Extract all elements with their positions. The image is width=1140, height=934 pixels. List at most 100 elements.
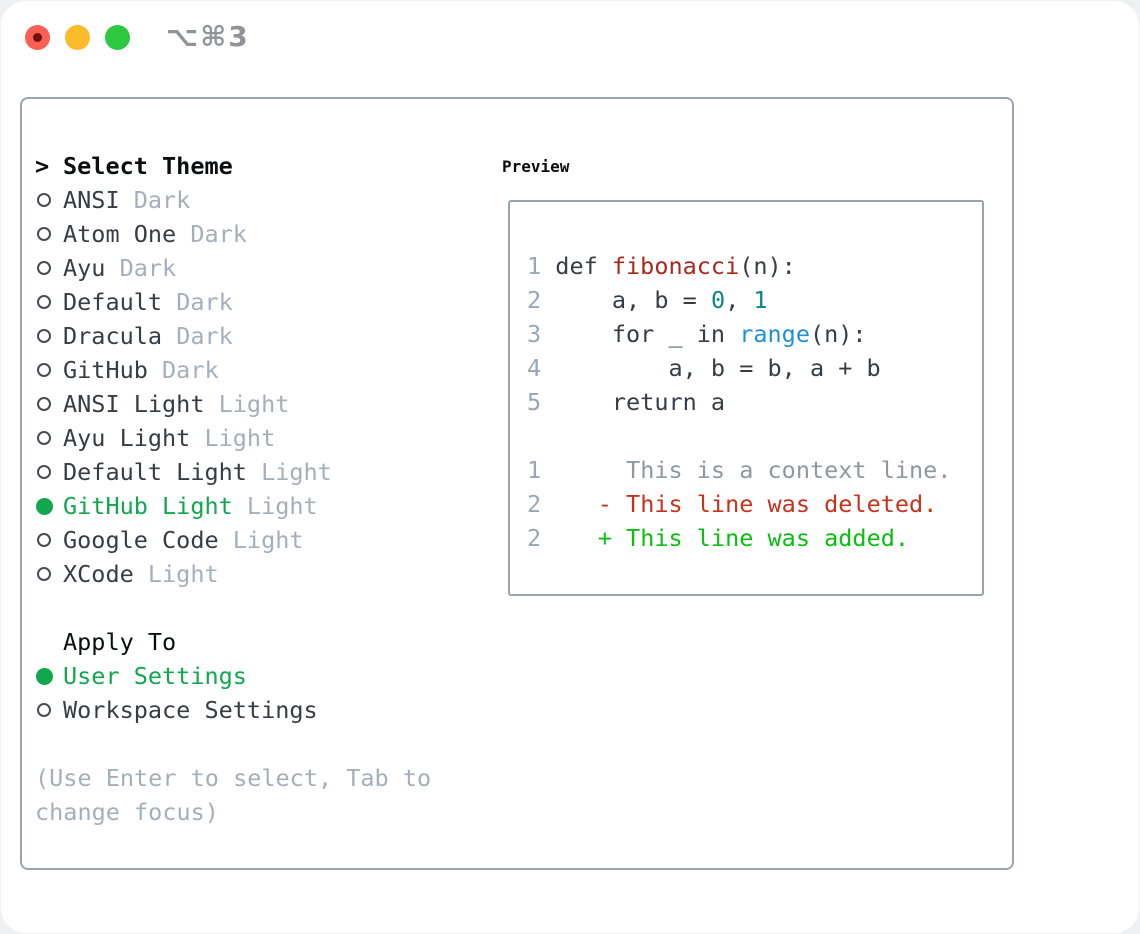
code-token: This is a context line. [541, 456, 952, 484]
theme-name: Dracula [63, 322, 163, 350]
theme-option-github-dark[interactable]: GitHub Dark [35, 353, 431, 387]
theme-variant: Dark [190, 220, 247, 248]
code-token: - This line was deleted. [541, 490, 938, 518]
code-line-5: 5 return a [527, 385, 982, 419]
theme-name: GitHub Light [63, 492, 233, 520]
code-token: 5 [527, 388, 556, 416]
theme-variant: Dark [133, 186, 191, 214]
theme-name: Ayu [63, 254, 106, 282]
theme-option-github-light-light[interactable]: GitHub Light Light [35, 489, 431, 523]
minimize-button[interactable] [64, 24, 90, 50]
code-token: 4 [527, 354, 556, 382]
theme-option-ansi-dark[interactable]: ANSI Dark [35, 183, 431, 217]
theme-option-atom-one-dark[interactable]: Atom One Dark [35, 217, 431, 251]
code-token: + This line was added. [541, 524, 910, 552]
radio-unselected-icon [37, 362, 51, 377]
code-line-3: 3 for _ in range(n): [527, 317, 982, 351]
theme-option-google-code-light[interactable]: Google Code Light [35, 523, 431, 557]
radio-unselected-icon [37, 566, 51, 581]
apply-option-label: Workspace Settings [63, 696, 318, 724]
diff-added-line: 2 + This line was added. [527, 521, 982, 555]
theme-name: XCode [63, 560, 134, 588]
theme-option-ayu-dark[interactable]: Ayu Dark [35, 251, 431, 285]
theme-variant: Light [261, 458, 332, 486]
theme-name: ANSI [63, 186, 120, 214]
code-token: a, b = b, a + b [555, 354, 881, 382]
radio-unselected-icon [37, 702, 51, 717]
radio-selected-icon [36, 497, 53, 515]
code-line-1: 1 def fibonacci(n): [527, 249, 982, 283]
radio-unselected-icon [37, 192, 51, 207]
theme-variant: Dark [176, 322, 233, 350]
theme-name: GitHub [63, 356, 148, 384]
theme-option-dracula-dark[interactable]: Dracula Dark [35, 319, 431, 353]
apply-option-user-settings[interactable]: User Settings [35, 659, 431, 693]
preview-header-row: Preview [502, 149, 569, 183]
code-token: (n): [739, 252, 796, 280]
hint-line-1: (Use Enter to select, Tab to [35, 764, 432, 792]
theme-variant: Dark [162, 356, 219, 384]
code-line-4: 4 a, b = b, a + b [527, 351, 982, 385]
blank-line [527, 419, 982, 453]
radio-unselected-icon [37, 328, 51, 343]
code-token: def [555, 252, 612, 280]
prompt-icon: > [35, 152, 50, 180]
diff-deleted-line: 2 - This line was deleted. [527, 487, 982, 521]
code-token: 0 [710, 286, 726, 314]
code-token: (n): [809, 320, 867, 348]
code-token: return a [555, 388, 726, 416]
zoom-button[interactable] [104, 24, 130, 50]
code-token: 1 [527, 456, 542, 484]
theme-variant: Light [232, 526, 304, 554]
code-line-2: 2 a, b = 0, 1 [527, 283, 982, 317]
code-token: fibonacci [611, 252, 740, 280]
apply-option-workspace-settings[interactable]: Workspace Settings [35, 693, 431, 727]
radio-unselected-icon [37, 430, 51, 445]
code-token: a, b = [555, 286, 711, 314]
radio-unselected-icon [37, 226, 51, 241]
theme-name: Ayu Light [63, 424, 191, 452]
apply-to-header: Apply To [35, 625, 431, 659]
close-button[interactable] [24, 24, 50, 50]
theme-option-xcode-light[interactable]: XCode Light [35, 557, 431, 591]
diff-context-line: 1 This is a context line. [527, 453, 982, 487]
theme-variant: Dark [176, 288, 233, 316]
theme-name: Atom One [63, 220, 177, 248]
code-token: 2 [527, 286, 556, 314]
spacer [35, 727, 431, 761]
theme-variant: Light [218, 390, 290, 418]
select-theme-header: > Select Theme [35, 149, 431, 183]
theme-name: Default [63, 288, 163, 316]
code-token: 2 [527, 490, 542, 518]
radio-selected-icon [36, 667, 53, 685]
select-theme-title: Select Theme [63, 152, 233, 180]
theme-name: Google Code [63, 526, 219, 554]
spacer [35, 591, 431, 625]
apply-to-title: Apply To [63, 628, 177, 656]
hint-line-2: change focus) [35, 798, 219, 826]
radio-unselected-icon [37, 396, 51, 411]
titlebar: ⌥⌘3 [0, 0, 1140, 74]
radio-unselected-icon [37, 260, 51, 275]
theme-variant: Light [147, 560, 219, 588]
theme-variant: Dark [119, 254, 177, 282]
radio-unselected-icon [37, 464, 51, 479]
radio-unselected-icon [37, 532, 51, 547]
code-token: 1 [527, 252, 556, 280]
theme-variant: Light [246, 492, 318, 520]
theme-name: Default Light [63, 458, 247, 486]
theme-option-default-light-light[interactable]: Default Light Light [35, 455, 431, 489]
code-token: , [725, 286, 754, 314]
code-token: range [739, 320, 810, 348]
theme-option-default-dark[interactable]: Default Dark [35, 285, 431, 319]
apply-option-label: User Settings [63, 662, 247, 690]
